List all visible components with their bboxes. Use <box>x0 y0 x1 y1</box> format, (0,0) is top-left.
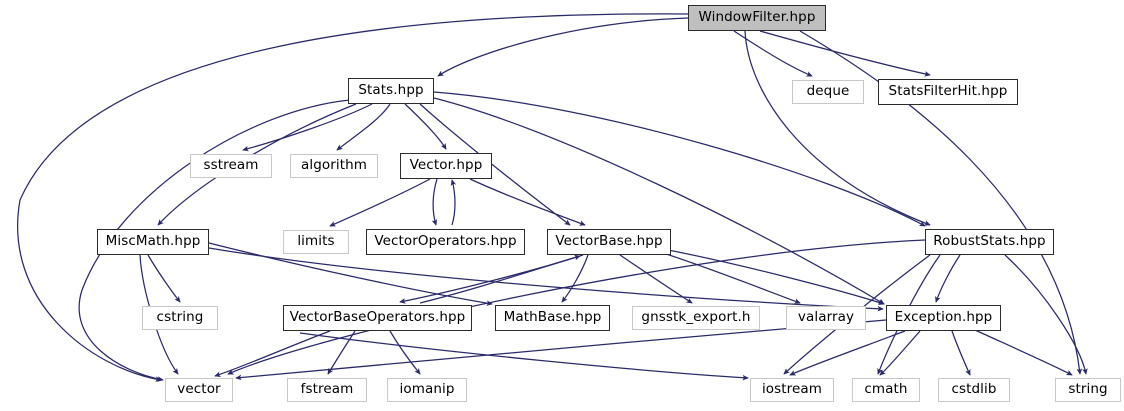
edge-vectorbase-to-valarray <box>659 251 801 304</box>
graph-node-miscmath[interactable]: MiscMath.hpp <box>97 229 209 255</box>
edge-exception-to-cmath <box>879 330 921 376</box>
edge-vector_hpp-to-vectorbase <box>469 178 586 226</box>
edge-vectorbase-to-gnsstk_export <box>619 254 693 304</box>
graph-node-windowfilter: WindowFilter.hpp <box>688 5 826 31</box>
graph-node-cstring[interactable]: cstring <box>142 306 218 330</box>
edge-exception-to-string <box>974 329 1073 376</box>
graph-node-algorithm[interactable]: algorithm <box>290 154 378 178</box>
graph-node-deque[interactable]: deque <box>792 80 864 104</box>
graph-node-stats[interactable]: Stats.hpp <box>348 78 434 104</box>
graph-node-cmath[interactable]: cmath <box>852 378 920 402</box>
edge-vectorbaseoperators-to-vector <box>214 330 331 378</box>
edge-windowfilter-to-string <box>799 30 1083 375</box>
edge-stats-to-vector <box>78 99 351 382</box>
edge-robuststats-to-exception <box>935 254 961 303</box>
graph-node-cstdlib[interactable]: cstdlib <box>938 378 1010 402</box>
graph-node-limits[interactable]: limits <box>283 230 349 254</box>
edge-exception-to-iostream <box>789 330 906 376</box>
edge-robuststats-to-vector <box>227 239 926 375</box>
edge-vectoroperators-to-vector_hpp <box>450 179 457 226</box>
edge-stats-to-vector_hpp <box>404 103 447 150</box>
edge-robuststats-to-string <box>1004 254 1088 375</box>
graph-node-statsfilterhit[interactable]: StatsFilterHit.hpp <box>878 79 1018 105</box>
edge-miscmath-to-exception <box>208 247 884 312</box>
edge-stats-to-sstream <box>242 103 373 152</box>
graph-node-vector_hpp[interactable]: Vector.hpp <box>400 153 492 179</box>
graph-node-exception[interactable]: Exception.hpp <box>886 305 1001 331</box>
edge-exception-to-cstdlib <box>951 330 971 376</box>
graph-node-sstream[interactable]: sstream <box>190 154 272 178</box>
graph-node-gnsstk_export[interactable]: gnsstk_export.h <box>632 306 760 330</box>
edge-windowfilter-to-vector <box>17 13 689 382</box>
edge-vectorbaseoperators-to-iomanip <box>389 330 421 375</box>
graph-node-vector[interactable]: vector <box>165 378 233 402</box>
graph-node-vectorbase[interactable]: VectorBase.hpp <box>547 229 671 255</box>
edge-vector_hpp-to-limits <box>329 178 431 227</box>
edge-vectorbaseoperators-to-iostream <box>299 332 749 381</box>
edge-vectorbaseoperators-to-vectorbase <box>419 254 581 304</box>
graph-node-robuststats[interactable]: RobustStats.hpp <box>925 229 1054 255</box>
graph-node-fstream[interactable]: fstream <box>287 378 367 402</box>
edge-windowfilter-to-stats <box>437 17 689 77</box>
edge-stats-to-exception <box>433 97 885 305</box>
edge-stats-to-algorithm <box>336 103 391 151</box>
edge-vectorbase-to-exception <box>667 249 885 306</box>
graph-node-iomanip[interactable]: iomanip <box>387 378 467 402</box>
edge-stats-to-robuststats <box>433 91 926 227</box>
edge-vectorbase-to-vectorbaseoperators <box>399 254 584 304</box>
graph-node-vectoroperators[interactable]: VectorOperators.hpp <box>366 229 525 255</box>
edge-vector_hpp-to-vectoroperators <box>431 178 438 226</box>
graph-node-valarray[interactable]: valarray <box>786 306 866 330</box>
graph-node-vectorbaseoperators[interactable]: VectorBaseOperators.hpp <box>283 305 472 331</box>
edge-vectorbase-to-mathbase <box>561 254 589 303</box>
edge-miscmath-to-cstring <box>147 254 181 303</box>
edge-windowfilter-to-statsfilterhit <box>759 30 931 77</box>
graph-node-mathbase[interactable]: MathBase.hpp <box>495 305 610 331</box>
graph-node-string[interactable]: string <box>1055 378 1121 402</box>
graph-node-iostream[interactable]: iostream <box>750 378 834 402</box>
edge-windowfilter-to-robuststats <box>744 30 931 226</box>
edge-windowfilter-to-deque <box>733 30 813 77</box>
edge-miscmath-to-mathbase <box>208 242 493 306</box>
